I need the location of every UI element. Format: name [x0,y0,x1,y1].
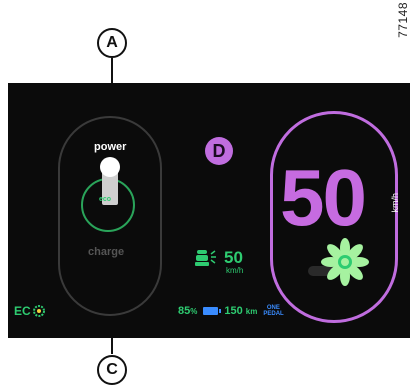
eco-mode-indicator: EC [14,304,46,318]
one-pedal-badge: ONE PEDAL [263,305,284,317]
cruise-control-icon [195,250,216,266]
eco-mode-label: EC [14,304,31,318]
document-id: 77148 [396,2,410,38]
status-bar: 85% 150 km ONE PEDAL [178,305,284,317]
gauge-eco-label: eco [99,196,112,203]
power-gauge-needle [100,157,120,177]
power-label: power [94,141,127,153]
battery-percent: 85% [178,305,198,317]
battery-icon [203,307,222,315]
power-gauge-frame [58,116,162,316]
regen-toggle-track [308,266,338,276]
instrument-display: power eco charge D 50 km/h 50 km/h EC [8,83,410,338]
flower-icon [321,238,369,286]
speed-unit: km/h [390,193,400,213]
speed-value: 50 [280,153,367,242]
range-value: 150 km [224,305,258,317]
callout-c: C [97,355,127,385]
charge-label: charge [88,246,125,258]
speed-frame [270,111,398,323]
gear-indicator: D [205,137,233,165]
callout-a: A [97,28,127,58]
cruise-speed-value: 50 [224,248,243,267]
eco-gear-icon [32,305,45,317]
cruise-speed-unit: km/h [226,266,244,275]
